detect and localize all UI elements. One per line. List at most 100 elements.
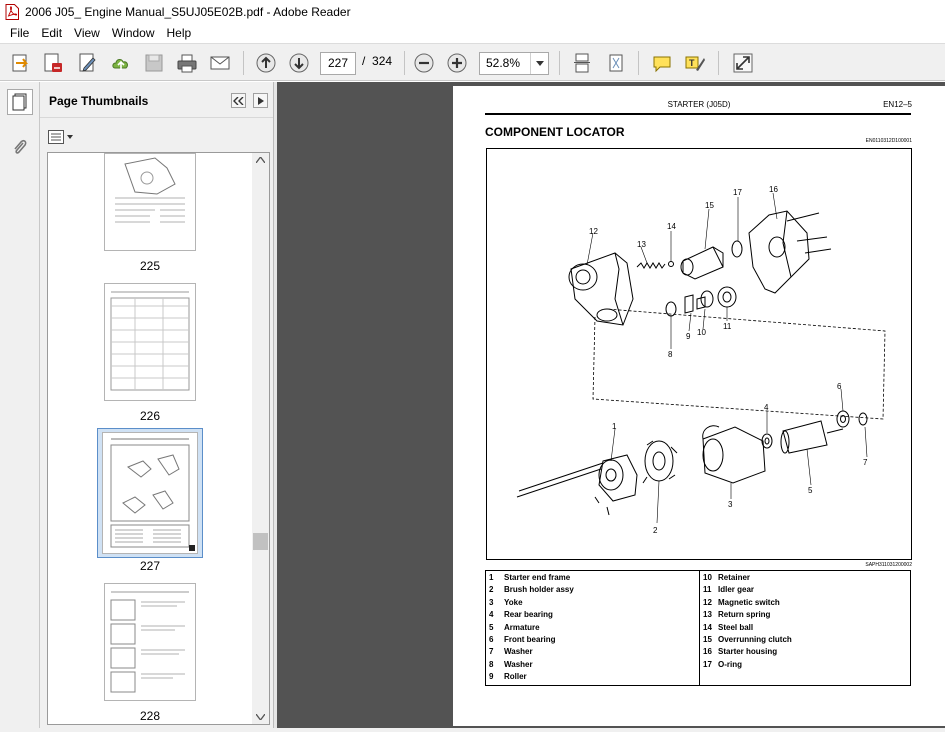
pencil-document-icon bbox=[79, 53, 96, 72]
panel-title: Page Thumbnails bbox=[49, 94, 149, 108]
zoom-out-button[interactable] bbox=[411, 50, 437, 76]
page-thumbnails-tab[interactable] bbox=[7, 89, 33, 115]
create-pdf-button[interactable] bbox=[40, 50, 66, 76]
legend-number: 1 bbox=[489, 573, 494, 582]
zoom-level-select[interactable]: 52.8% bbox=[479, 52, 549, 75]
callout-2: 2 bbox=[653, 526, 658, 535]
next-page-button[interactable] bbox=[286, 50, 312, 76]
create-pdf-icon bbox=[44, 53, 62, 72]
thumbnail-list[interactable]: 225 226 bbox=[47, 152, 270, 725]
callout-7: 7 bbox=[863, 458, 868, 467]
legend-number: 2 bbox=[489, 585, 494, 595]
callout-13: 13 bbox=[637, 240, 646, 249]
cloud-upload-icon bbox=[112, 59, 128, 70]
page-heading: COMPONENT LOCATOR bbox=[485, 125, 625, 139]
document-view[interactable]: STARTER (J05D) EN12–5 COMPONENT LOCATOR … bbox=[277, 82, 945, 728]
thumbnail-label: 227 bbox=[139, 559, 161, 573]
menu-view[interactable]: View bbox=[74, 26, 100, 40]
attachments-tab[interactable] bbox=[7, 134, 33, 160]
legend-part-name: Retainer bbox=[718, 573, 751, 582]
print-button[interactable] bbox=[174, 50, 200, 76]
options-list-icon bbox=[48, 130, 73, 144]
callout-1: 1 bbox=[612, 422, 617, 431]
thumbnail-page[interactable] bbox=[104, 153, 196, 251]
legend-number: 12 bbox=[703, 597, 712, 607]
arrow-up-circle-icon bbox=[256, 53, 276, 73]
previous-page-button[interactable] bbox=[253, 50, 279, 76]
thumbnail-scrollbar[interactable] bbox=[252, 153, 269, 724]
highlight-text-button[interactable]: T bbox=[682, 50, 708, 76]
scrolling-mode-button[interactable] bbox=[569, 50, 595, 76]
menu-bar: File Edit View Window Help bbox=[0, 23, 945, 43]
exploded-view-figure: 12 13 14 15 17 16 8 9 10 11 1 2 3 4 bbox=[486, 148, 912, 560]
share-cloud-button[interactable] bbox=[108, 50, 134, 76]
pdf-file-icon bbox=[5, 3, 19, 20]
legend-number: 8 bbox=[489, 659, 494, 669]
legend-part-name: Roller bbox=[504, 672, 527, 682]
panel-splitter[interactable] bbox=[273, 82, 277, 728]
thumbnail-label: 226 bbox=[139, 409, 161, 423]
chevron-down-icon[interactable] bbox=[256, 714, 265, 720]
thumbnail-selection[interactable] bbox=[97, 428, 203, 558]
callout-11: 11 bbox=[723, 322, 732, 331]
callout-14: 14 bbox=[667, 222, 676, 231]
toolbar-separator bbox=[404, 51, 405, 75]
zoom-level-value: 52.8% bbox=[486, 56, 521, 70]
minus-circle-icon bbox=[414, 53, 434, 73]
legend-number: 14 bbox=[703, 622, 712, 632]
header-rule bbox=[485, 113, 911, 115]
chevron-down-icon[interactable] bbox=[530, 53, 548, 74]
expand-panel-button[interactable] bbox=[253, 93, 268, 108]
status-strip bbox=[0, 728, 945, 732]
plus-circle-icon bbox=[447, 53, 467, 73]
total-pages: 324 bbox=[372, 54, 393, 68]
page-preview-icon bbox=[110, 438, 195, 551]
page-preview-icon bbox=[115, 157, 185, 223]
toolbar-separator bbox=[638, 51, 639, 75]
fit-page-button[interactable] bbox=[603, 50, 629, 76]
chevron-up-icon[interactable] bbox=[256, 157, 265, 163]
legend-part-name: Yoke bbox=[504, 597, 523, 607]
thumbnail-page-current[interactable] bbox=[102, 432, 198, 554]
title-bar: 2006 J05_ Engine Manual_S5UJ05E02B.pdf -… bbox=[0, 0, 945, 23]
email-button[interactable] bbox=[207, 50, 233, 76]
menu-help[interactable]: Help bbox=[166, 26, 192, 40]
callout-5: 5 bbox=[808, 486, 813, 495]
starter-exploded-diagram: 12 13 14 15 17 16 8 9 10 11 1 2 3 4 bbox=[516, 185, 886, 535]
thumbnail-options-button[interactable] bbox=[48, 128, 76, 146]
legend-part-name: Overrunning clutch bbox=[718, 635, 792, 644]
paperclip-icon bbox=[14, 139, 27, 154]
window-title: 2006 J05_ Engine Manual_S5UJ05E02B.pdf -… bbox=[25, 4, 351, 19]
page-number-input[interactable]: 227 bbox=[320, 52, 356, 75]
full-screen-button[interactable] bbox=[730, 50, 756, 76]
open-file-button[interactable] bbox=[8, 50, 34, 76]
zoom-in-button[interactable] bbox=[444, 50, 470, 76]
legend-part-name: O-ring bbox=[718, 659, 742, 669]
save-button[interactable] bbox=[141, 50, 167, 76]
legend-number: 4 bbox=[489, 610, 494, 620]
page-preview-icon bbox=[110, 591, 189, 693]
pdf-page: STARTER (J05D) EN12–5 COMPONENT LOCATOR … bbox=[453, 86, 945, 726]
callout-10: 10 bbox=[697, 328, 706, 337]
legend-part-name: Starter end frame bbox=[504, 573, 571, 582]
collapse-panel-button[interactable] bbox=[231, 93, 246, 108]
callout-3: 3 bbox=[728, 500, 733, 509]
comment-button[interactable] bbox=[649, 50, 675, 76]
thumbnail-page[interactable] bbox=[104, 283, 196, 401]
scrollbar-thumb[interactable] bbox=[253, 533, 268, 550]
callout-15: 15 bbox=[705, 201, 714, 210]
legend-part-name: Return spring bbox=[718, 610, 771, 620]
menu-edit[interactable]: Edit bbox=[41, 26, 63, 40]
edit-pdf-button[interactable] bbox=[75, 50, 101, 76]
legend-number: 6 bbox=[489, 635, 494, 644]
speech-bubble-icon bbox=[653, 56, 671, 73]
menu-window[interactable]: Window bbox=[111, 26, 155, 40]
menu-file[interactable]: File bbox=[10, 26, 30, 40]
thumbnail-page[interactable] bbox=[104, 583, 196, 701]
